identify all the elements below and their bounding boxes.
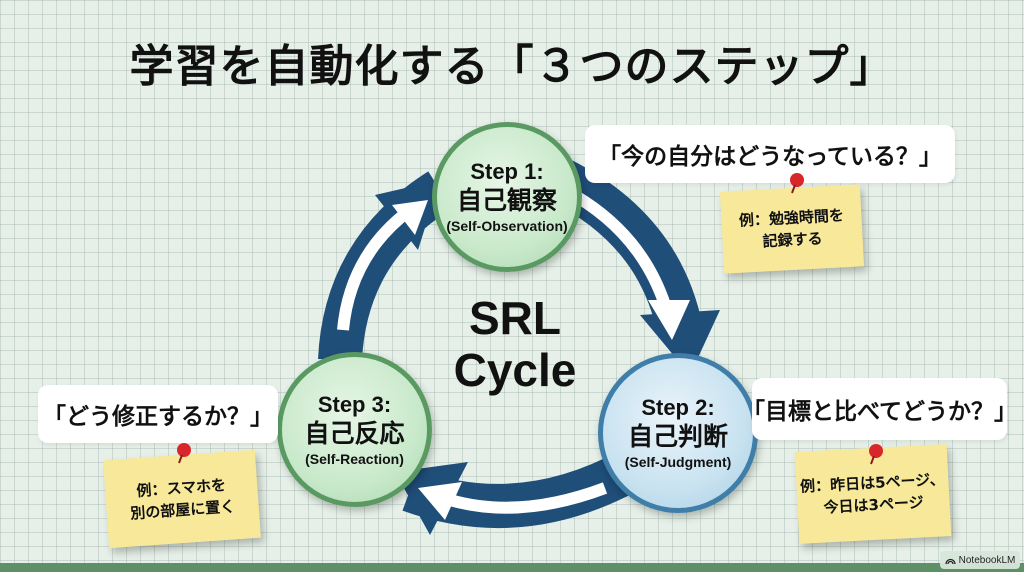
step1-circle: Step 1: 自己観察 (Self-Observation) [432,122,582,272]
step3-example-note: 例：スマホを 別の部屋に置く [103,449,261,549]
step3-circle: Step 3: 自己反応 (Self-Reaction) [277,352,432,507]
step2-example-line2: 今日は3ページ [823,493,925,517]
step2-subtitle: (Self-Judgment) [624,454,732,470]
step1-example-note: 例：勉強時間を 記録する [719,184,865,274]
step2-circle: Step 2: 自己判断 (Self-Judgment) [598,353,758,513]
pushpin-icon [869,444,883,465]
step3-number: Step 3: [317,391,392,417]
step3-title: 自己反応 [304,418,405,448]
page-title: 学習を自動化する「３つのステップ」 [129,41,895,92]
pushpin-icon [790,173,804,194]
step2-number: Step 2: [641,395,715,420]
step2-title: 自己判断 [627,422,728,451]
step1-example-line1: 例：勉強時間を [738,206,845,230]
arrow-step3-to-step1 [318,171,453,362]
step3-subtitle: (Self-Reaction) [305,450,404,467]
step1-number: Step 1: [470,159,544,184]
notebooklm-icon [944,558,956,564]
arrow-step2-to-step3 [395,450,641,535]
step1-question-bubble: 「今の自分はどうなっている？」 [585,125,955,183]
step3-question-bubble: 「どう修正するか？」 [38,385,278,443]
step1-title: 自己観察 [456,186,557,215]
pushpin-icon [177,443,191,464]
srl-label: SRL [469,292,561,344]
cycle-label: Cycle [453,344,577,396]
notebooklm-watermark: NotebookLM [940,551,1020,569]
step1-subtitle: (Self-Observation) [446,218,568,234]
watermark-label: NotebookLM [958,554,1016,566]
footer-bar [0,563,1024,572]
step1-example-line2: 記録する [762,229,824,251]
srl-cycle-label: SRL Cycle [430,292,600,396]
step2-question-bubble: 「目標と比べてどうか？」 [742,378,1017,440]
